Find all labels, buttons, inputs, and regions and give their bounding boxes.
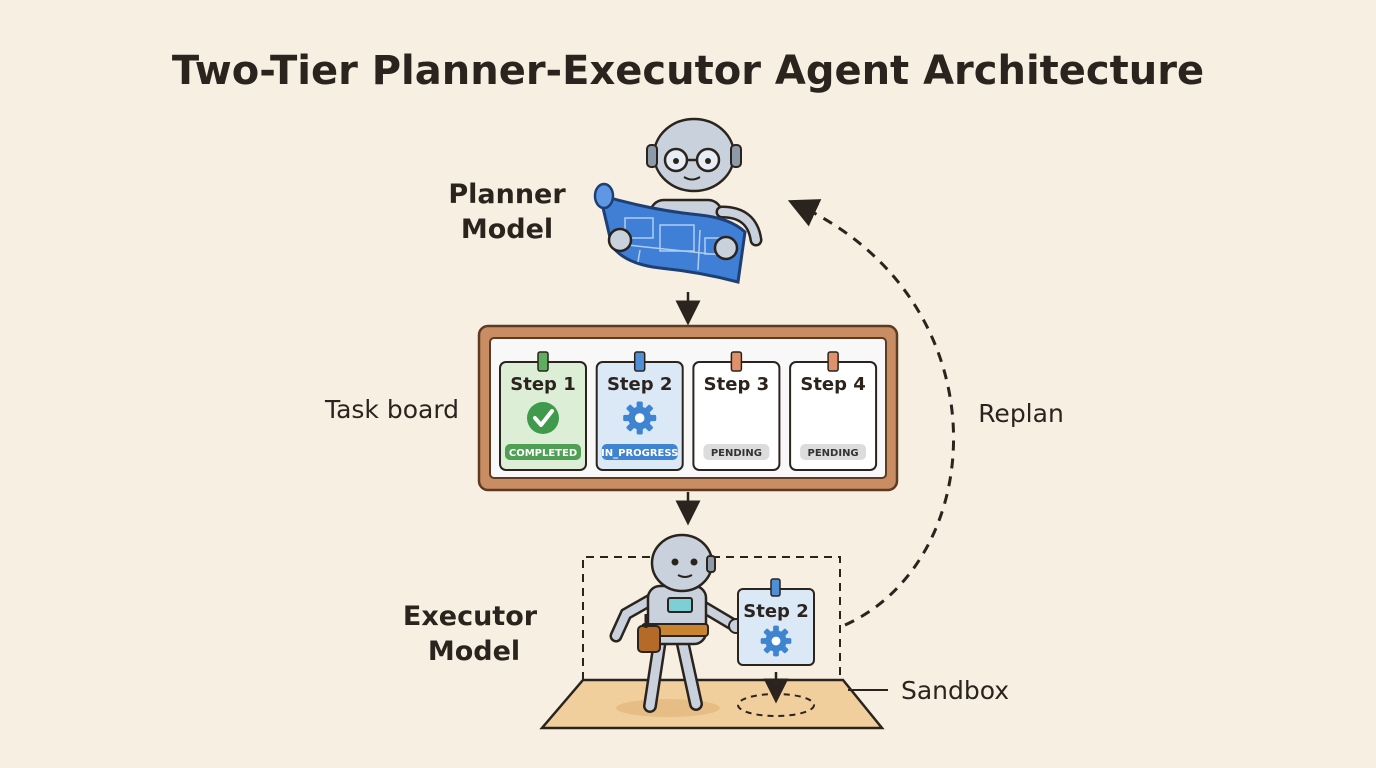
sandbox-boundary	[582, 556, 841, 680]
executor-robot-icon	[609, 533, 744, 717]
page-title: Two-Tier Planner-Executor Agent Architec…	[172, 48, 1204, 94]
step-card-2: Step 2 IN_PROGRESS	[595, 351, 684, 471]
sandbox-label: Sandbox	[901, 676, 1009, 705]
pin-icon	[633, 351, 646, 372]
step-card-3: Step 3 PENDING	[692, 351, 781, 471]
status-badge-label: PENDING	[711, 448, 762, 459]
current-task-card: Step 2	[737, 578, 815, 666]
pin-icon	[827, 351, 839, 372]
pin-icon	[537, 351, 549, 372]
gear-icon	[760, 625, 792, 657]
current-task-title: Step 2	[743, 601, 808, 622]
planner-label-line1: Planner	[448, 179, 566, 210]
executor-label-line2: Model	[428, 636, 520, 667]
planner-label-line2: Model	[461, 214, 553, 245]
replan-arrow	[787, 199, 955, 627]
gear-icon	[623, 401, 657, 435]
task-board-steps: Step 1 COMPLETED Step 2 IN_PROGRESS Step 3 PE…	[499, 351, 878, 471]
sandbox-target-marker	[737, 693, 815, 717]
replan-label: Replan	[978, 399, 1064, 428]
task-board-label: Task board	[324, 395, 459, 424]
step-title: Step 1	[510, 374, 575, 395]
step-card-4: Step 4 PENDING	[789, 351, 878, 471]
status-badge-label: COMPLETED	[509, 448, 577, 459]
status-badge	[505, 444, 581, 460]
checkmark-icon	[527, 402, 559, 434]
step-title: Step 3	[704, 374, 769, 395]
status-badge-label: PENDING	[808, 448, 859, 459]
status-badge	[800, 444, 867, 460]
step-card-1: Step 1 COMPLETED	[499, 351, 587, 471]
step-title: Step 2	[607, 374, 672, 395]
status-badge	[601, 444, 678, 460]
step-title: Step 4	[800, 374, 865, 395]
pin-icon	[730, 351, 743, 372]
status-badge-label: IN_PROGRESS	[601, 448, 678, 459]
executor-label-line1: Executor	[403, 601, 538, 632]
planner-robot-icon	[593, 117, 763, 284]
status-badge	[703, 444, 770, 460]
